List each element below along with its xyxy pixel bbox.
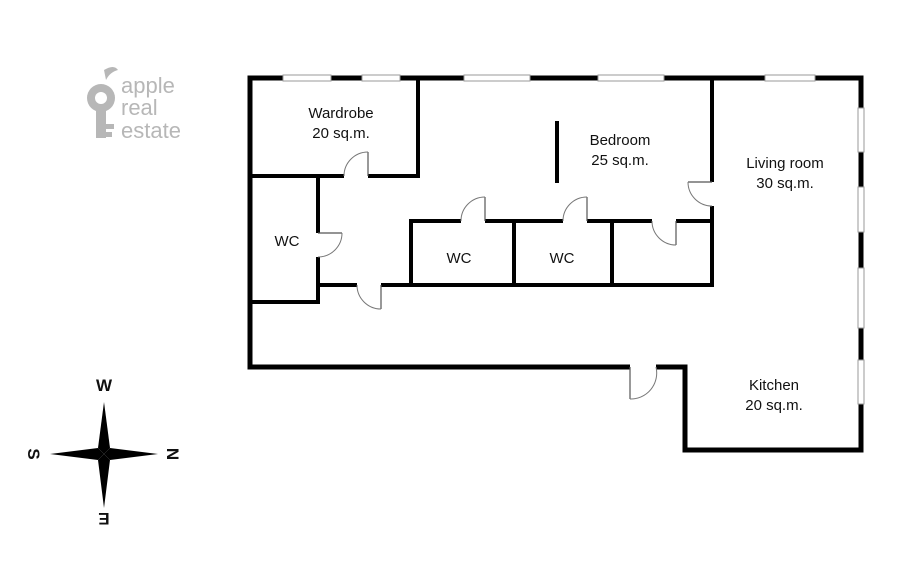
- room-bedroom-name: Bedroom: [590, 132, 651, 149]
- compass-top-label: W: [96, 376, 113, 395]
- key-icon: [87, 67, 118, 138]
- door-storage: [651, 218, 677, 246]
- room-living-name: Living room: [746, 155, 824, 172]
- logo-line-3: estate: [121, 118, 181, 143]
- room-bedroom-area: 25 sq.m.: [591, 152, 649, 169]
- doors: [315, 151, 715, 400]
- outer-walls: [247, 75, 864, 453]
- door-wardrobe: [343, 151, 369, 179]
- brand-logo: apple real estate: [87, 67, 181, 143]
- room-wc-2-name: WC: [447, 250, 472, 267]
- compass-left-label: S: [24, 448, 43, 459]
- logo-line-1: apple: [121, 73, 175, 98]
- windows-right: [857, 107, 865, 405]
- room-wc-3-name: WC: [550, 250, 575, 267]
- room-wardrobe-area: 20 sq.m.: [312, 125, 370, 142]
- door-wc-left: [315, 232, 343, 258]
- room-wc-1-name: WC: [275, 233, 300, 250]
- compass-bottom-label: E: [98, 509, 109, 528]
- door-bedroom: [687, 181, 715, 207]
- logo-line-2: real: [121, 95, 158, 120]
- door-corridor: [356, 282, 382, 310]
- room-kitchen-name: Kitchen: [749, 377, 799, 394]
- room-kitchen-area: 20 sq.m.: [745, 397, 803, 414]
- room-living-area: 30 sq.m.: [756, 175, 814, 192]
- compass: W E S N: [24, 376, 182, 528]
- door-wc-1: [460, 196, 486, 224]
- windows-top: [282, 74, 816, 82]
- room-wardrobe-name: Wardrobe: [308, 105, 373, 122]
- compass-right-label: N: [163, 448, 182, 460]
- room-labels: Wardrobe 20 sq.m. Bedroom 25 sq.m. Livin…: [275, 105, 824, 414]
- door-entrance: [629, 364, 658, 400]
- compass-rose-icon: [50, 402, 158, 508]
- door-wc-2: [562, 196, 588, 224]
